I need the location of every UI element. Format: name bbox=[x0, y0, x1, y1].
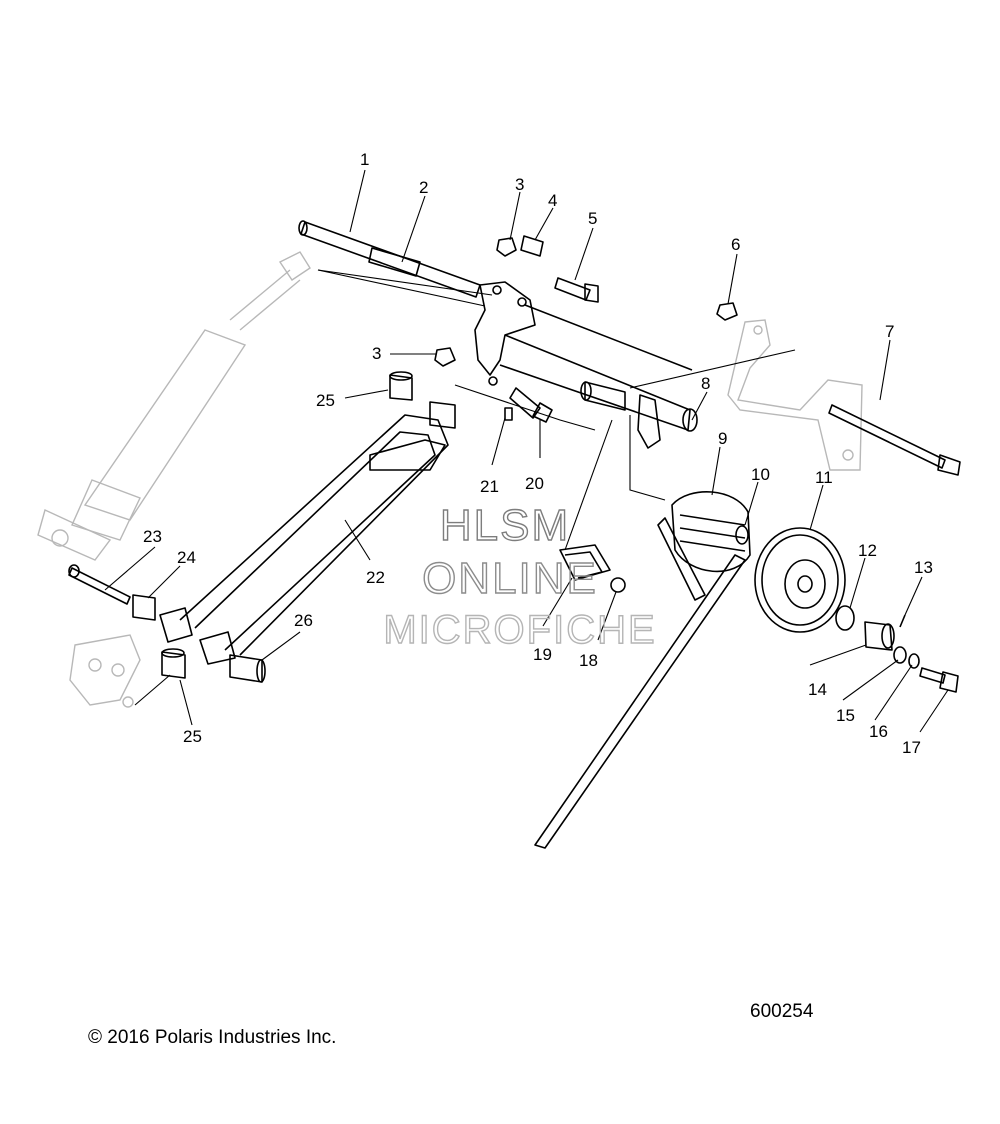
nut-6 bbox=[716, 302, 738, 321]
callout-25-upper: 25 bbox=[316, 391, 335, 410]
callout-5: 5 bbox=[588, 209, 597, 228]
callout-8: 8 bbox=[701, 374, 710, 393]
callout-18: 18 bbox=[579, 651, 598, 670]
watermark-line-2: ONLINE bbox=[422, 554, 598, 603]
ring-18 bbox=[610, 577, 626, 593]
callout-4: 4 bbox=[548, 191, 557, 210]
callout-2: 2 bbox=[419, 178, 428, 197]
watermark-line-1: HLSM bbox=[440, 501, 570, 550]
washer-16 bbox=[908, 653, 920, 669]
callout-14: 14 bbox=[808, 680, 827, 699]
hardware-upper bbox=[496, 235, 599, 303]
callout-3-lower: 3 bbox=[372, 344, 381, 363]
callout-12: 12 bbox=[858, 541, 877, 560]
bushing-25-upper bbox=[389, 371, 456, 429]
shock-absorber-ghost bbox=[37, 251, 311, 561]
callout-17: 17 bbox=[902, 738, 921, 757]
callout-24: 24 bbox=[177, 548, 196, 567]
torsion-spring-9 bbox=[534, 491, 751, 849]
callout-26: 26 bbox=[294, 611, 313, 630]
bushing-24 bbox=[132, 594, 156, 621]
callout-3: 3 bbox=[515, 175, 524, 194]
spacer-10 bbox=[735, 525, 749, 545]
washer-15 bbox=[893, 646, 907, 664]
callout-10: 10 bbox=[751, 465, 770, 484]
leader-lines bbox=[104, 169, 949, 733]
shaft-bushing bbox=[580, 381, 626, 411]
callout-labels: 1 2 3 4 5 6 3 7 8 9 10 11 12 13 14 15 16… bbox=[143, 150, 933, 757]
bracket-ghost-bottom bbox=[69, 634, 141, 708]
grease-fitting-21 bbox=[504, 407, 513, 421]
bushing-26 bbox=[229, 654, 266, 683]
callout-7: 7 bbox=[885, 322, 894, 341]
frame-ghost-right bbox=[727, 319, 863, 471]
pivot-arm-bracket bbox=[474, 281, 698, 449]
callout-1: 1 bbox=[360, 150, 369, 169]
callout-25-lower: 25 bbox=[183, 727, 202, 746]
callout-21: 21 bbox=[480, 477, 499, 496]
callout-13: 13 bbox=[914, 558, 933, 577]
callout-23: 23 bbox=[143, 527, 162, 546]
bushing-25-lower bbox=[161, 648, 186, 679]
callout-22: 22 bbox=[366, 568, 385, 587]
ring-12 bbox=[835, 605, 855, 631]
idler-wheel-11 bbox=[754, 527, 846, 633]
callout-16: 16 bbox=[869, 722, 888, 741]
callout-19: 19 bbox=[533, 645, 552, 664]
a-arm-22 bbox=[159, 414, 449, 665]
nut-3-lower bbox=[434, 347, 456, 367]
watermark-line-3: MICROFICHE bbox=[383, 608, 656, 652]
bolt-17 bbox=[919, 667, 959, 693]
bolt-23 bbox=[68, 564, 131, 605]
copyright-notice: © 2016 Polaris Industries Inc. bbox=[88, 1027, 337, 1048]
callout-6: 6 bbox=[731, 235, 740, 254]
callout-15: 15 bbox=[836, 706, 855, 725]
watermark: HLSM ONLINE MICROFICHE bbox=[383, 500, 656, 652]
bolt-7 bbox=[828, 404, 961, 476]
diagram-id: 600254 bbox=[750, 1001, 814, 1022]
pin-13 bbox=[899, 614, 906, 628]
pad-19 bbox=[559, 544, 611, 581]
bearing-14 bbox=[864, 621, 895, 651]
callout-20: 20 bbox=[525, 474, 544, 493]
callout-11: 11 bbox=[815, 468, 833, 487]
callout-9: 9 bbox=[718, 429, 727, 448]
